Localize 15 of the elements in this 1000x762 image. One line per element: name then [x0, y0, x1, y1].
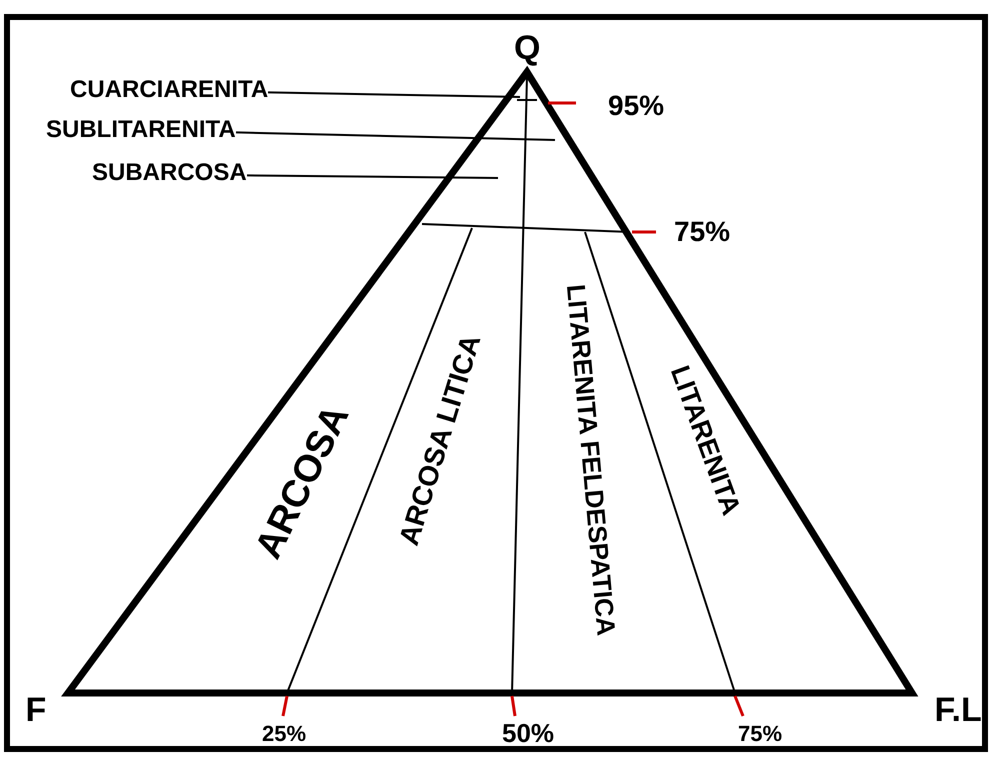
- percent-label: 25%: [262, 723, 306, 745]
- vertex-label: F.L: [934, 693, 982, 727]
- percent-label: 50%: [502, 720, 554, 746]
- field-label: LITARENITA FELDESPATICA: [562, 283, 620, 637]
- percent-label: 95%: [608, 92, 664, 120]
- region-label: SUBLITARENITA: [46, 118, 236, 142]
- percent-label: 75%: [738, 723, 782, 745]
- vertex-label: F: [26, 693, 46, 727]
- region-label: CUARCIARENITA: [70, 78, 268, 102]
- vertex-label: Q: [514, 31, 540, 65]
- percent-label: 75%: [674, 218, 730, 246]
- leader-line: [268, 91, 520, 98]
- region-label: SUBARCOSA: [92, 161, 247, 185]
- leader-line: [236, 131, 556, 141]
- leader-line: [247, 174, 498, 179]
